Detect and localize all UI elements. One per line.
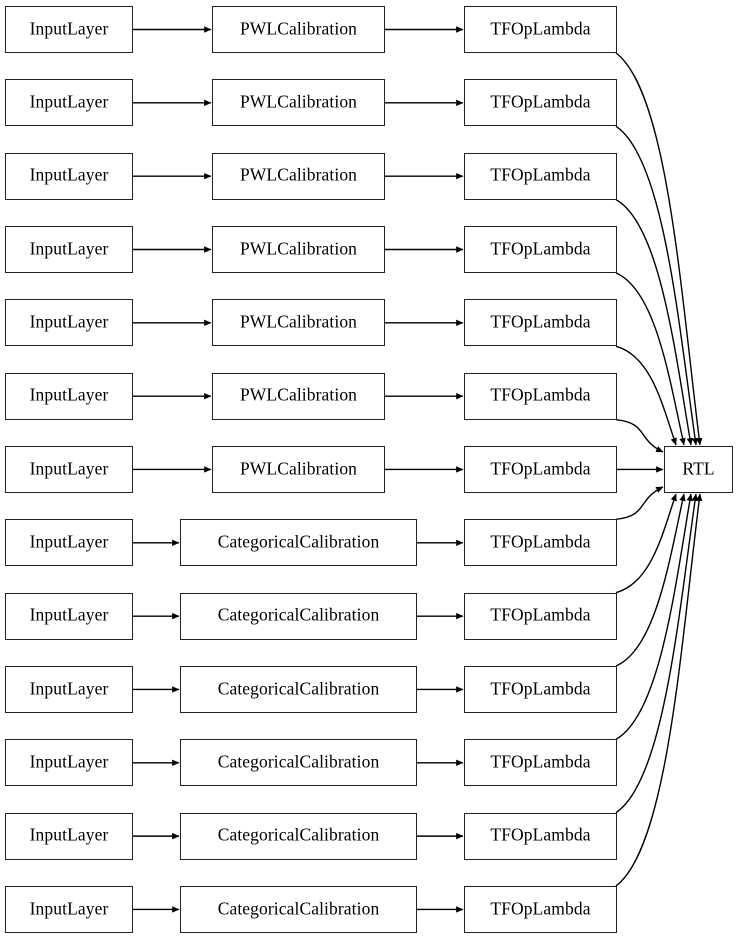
calibration-node-9[interactable]: CategoricalCalibration xyxy=(180,592,417,640)
calibration-node-1[interactable]: PWLCalibration xyxy=(212,6,385,53)
input-layer-node-2-label: InputLayer xyxy=(29,91,109,112)
calibration-node-7[interactable]: PWLCalibration xyxy=(212,445,385,493)
edge-op-to-rtl-1 xyxy=(615,52,703,446)
input-layer-node-12-label: InputLayer xyxy=(29,824,109,845)
edge-op-to-rtl-12 xyxy=(615,493,699,814)
tfoplambda-node-5[interactable]: TFOpLambda xyxy=(464,299,617,347)
input-layer-node-8[interactable]: InputLayer xyxy=(5,519,133,567)
edge-op-to-rtl-6 xyxy=(615,418,664,453)
edge-op-to-rtl-11 xyxy=(615,493,693,740)
tfoplambda-node-9[interactable]: TFOpLambda xyxy=(464,592,617,640)
calibration-node-5[interactable]: PWLCalibration xyxy=(212,299,385,347)
input-layer-node-5[interactable]: InputLayer xyxy=(5,299,133,347)
tfoplambda-node-8-label: TFOpLambda xyxy=(490,531,591,552)
tfoplambda-node-4-label: TFOpLambda xyxy=(490,238,591,259)
input-layer-node-9-label: InputLayer xyxy=(29,604,109,625)
input-layer-node-12[interactable]: InputLayer xyxy=(5,812,133,860)
tfoplambda-node-8[interactable]: TFOpLambda xyxy=(464,519,617,567)
tfoplambda-node-1-label: TFOpLambda xyxy=(490,18,591,39)
edge-op-to-rtl-5 xyxy=(615,345,677,446)
tfoplambda-node-1[interactable]: TFOpLambda xyxy=(464,6,617,53)
input-layer-node-5-label: InputLayer xyxy=(29,311,109,332)
tfoplambda-node-7-label: TFOpLambda xyxy=(490,458,591,479)
calibration-node-2[interactable]: PWLCalibration xyxy=(212,79,385,127)
input-layer-node-8-label: InputLayer xyxy=(29,531,109,552)
input-layer-node-10[interactable]: InputLayer xyxy=(5,665,133,713)
edge-op-to-rtl-9 xyxy=(615,493,677,594)
input-layer-node-4-label: InputLayer xyxy=(29,238,109,259)
tfoplambda-node-12-label: TFOpLambda xyxy=(490,824,591,845)
input-layer-node-13-label: InputLayer xyxy=(29,898,109,919)
input-layer-node-1-label: InputLayer xyxy=(29,18,109,39)
tfoplambda-node-9-label: TFOpLambda xyxy=(490,604,591,625)
edge-op-to-rtl-10 xyxy=(615,493,686,667)
calibration-node-8-label: CategoricalCalibration xyxy=(217,531,380,552)
calibration-node-6-label: PWLCalibration xyxy=(239,384,358,405)
edge-op-to-rtl-3 xyxy=(615,199,693,446)
tfoplambda-node-6[interactable]: TFOpLambda xyxy=(464,372,617,420)
calibration-node-3[interactable]: PWLCalibration xyxy=(212,152,385,200)
input-layer-node-11-label: InputLayer xyxy=(29,751,109,772)
calibration-node-8[interactable]: CategoricalCalibration xyxy=(180,519,417,567)
tfoplambda-node-10-label: TFOpLambda xyxy=(490,678,591,699)
input-layer-node-1[interactable]: InputLayer xyxy=(5,6,133,53)
calibration-node-7-label: PWLCalibration xyxy=(239,458,358,479)
edge-op-to-rtl-8 xyxy=(615,486,664,521)
calibration-node-11-label: CategoricalCalibration xyxy=(217,751,380,772)
input-layer-node-11[interactable]: InputLayer xyxy=(5,739,133,787)
input-layer-node-4[interactable]: InputLayer xyxy=(5,225,133,273)
rtl-node-label: RTL xyxy=(682,458,715,479)
input-layer-node-10-label: InputLayer xyxy=(29,678,109,699)
calibration-node-10-label: CategoricalCalibration xyxy=(217,678,380,699)
tfoplambda-node-11[interactable]: TFOpLambda xyxy=(464,739,617,787)
tfoplambda-node-3[interactable]: TFOpLambda xyxy=(464,152,617,200)
calibration-node-12[interactable]: CategoricalCalibration xyxy=(180,812,417,860)
calibration-node-9-label: CategoricalCalibration xyxy=(217,604,380,625)
input-layer-node-13[interactable]: InputLayer xyxy=(5,885,133,933)
rtl-node[interactable]: RTL xyxy=(664,445,733,493)
calibration-node-3-label: PWLCalibration xyxy=(239,164,358,185)
calibration-node-2-label: PWLCalibration xyxy=(239,91,358,112)
input-layer-node-9[interactable]: InputLayer xyxy=(5,592,133,640)
tfoplambda-node-2[interactable]: TFOpLambda xyxy=(464,79,617,127)
tfoplambda-node-5-label: TFOpLambda xyxy=(490,311,591,332)
calibration-node-10[interactable]: CategoricalCalibration xyxy=(180,665,417,713)
tfoplambda-node-13[interactable]: TFOpLambda xyxy=(464,885,617,933)
tfoplambda-node-7[interactable]: TFOpLambda xyxy=(464,445,617,493)
calibration-node-4[interactable]: PWLCalibration xyxy=(212,225,385,273)
calibration-node-11[interactable]: CategoricalCalibration xyxy=(180,739,417,787)
calibration-node-13[interactable]: CategoricalCalibration xyxy=(180,885,417,933)
tfoplambda-node-11-label: TFOpLambda xyxy=(490,751,591,772)
tfoplambda-node-6-label: TFOpLambda xyxy=(490,384,591,405)
tfoplambda-node-2-label: TFOpLambda xyxy=(490,91,591,112)
tfoplambda-node-12[interactable]: TFOpLambda xyxy=(464,812,617,860)
edge-op-to-rtl-4 xyxy=(615,272,686,446)
tfoplambda-node-3-label: TFOpLambda xyxy=(490,164,591,185)
edge-op-to-rtl-2 xyxy=(615,125,699,446)
calibration-node-1-label: PWLCalibration xyxy=(239,18,358,39)
tfoplambda-node-13-label: TFOpLambda xyxy=(490,898,591,919)
input-layer-node-2[interactable]: InputLayer xyxy=(5,79,133,127)
calibration-node-12-label: CategoricalCalibration xyxy=(217,824,380,845)
tfoplambda-node-4[interactable]: TFOpLambda xyxy=(464,225,617,273)
calibration-node-6[interactable]: PWLCalibration xyxy=(212,372,385,420)
tfoplambda-node-10[interactable]: TFOpLambda xyxy=(464,665,617,713)
input-layer-node-6[interactable]: InputLayer xyxy=(5,372,133,420)
input-layer-node-3[interactable]: InputLayer xyxy=(5,152,133,200)
input-layer-node-7-label: InputLayer xyxy=(29,458,109,479)
input-layer-node-6-label: InputLayer xyxy=(29,384,109,405)
input-layer-node-7[interactable]: InputLayer xyxy=(5,445,133,493)
calibration-node-4-label: PWLCalibration xyxy=(239,238,358,259)
calibration-node-13-label: CategoricalCalibration xyxy=(217,898,380,919)
input-layer-node-3-label: InputLayer xyxy=(29,164,109,185)
edge-op-to-rtl-13 xyxy=(615,493,703,887)
calibration-node-5-label: PWLCalibration xyxy=(239,311,358,332)
